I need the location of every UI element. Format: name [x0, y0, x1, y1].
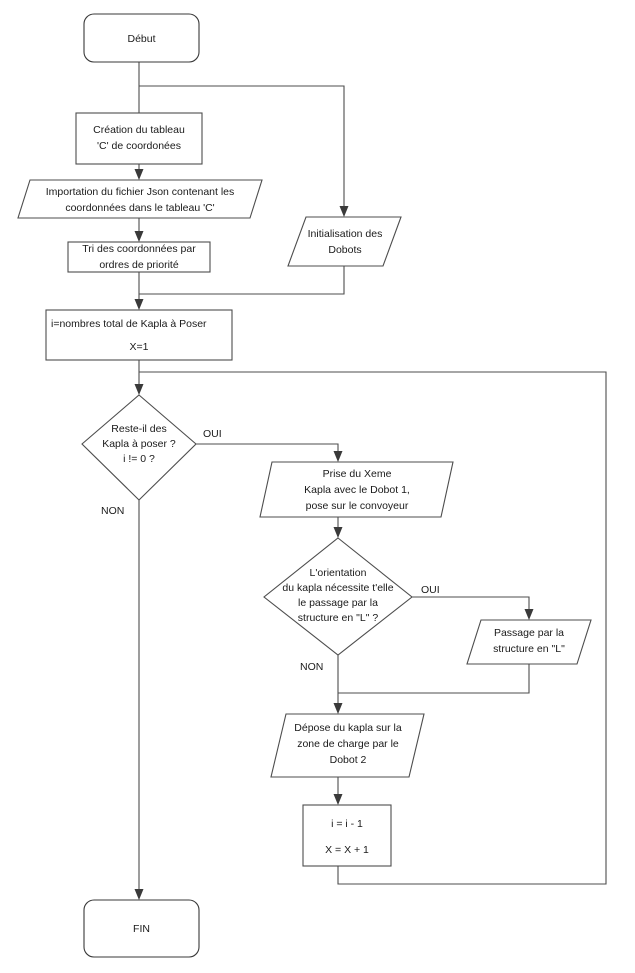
node-passage-l[interactable]: Passage par la structure en "L": [466, 619, 592, 665]
node-prise-kapla[interactable]: Prise du Xeme Kapla avec le Dobot 1, pos…: [259, 461, 454, 518]
importation-line2: coordonnées dans le tableau 'C': [65, 202, 214, 214]
node-start[interactable]: Début: [83, 13, 200, 63]
passage-l-line1: Passage par la: [494, 627, 564, 639]
connectors-layer: [134, 62, 607, 900]
decision-reste-line2: Kapla à poser ?: [102, 438, 176, 450]
depose-kapla-line1: Dépose du kapla sur la: [294, 722, 402, 734]
tri-line1: Tri des coordonnées par: [82, 243, 196, 255]
decision-orientation-line3: le passage par la: [298, 597, 378, 609]
decision-orientation-line2: du kapla nécessite t'elle: [282, 582, 393, 594]
node-init-dobots[interactable]: Initialisation des Dobots: [287, 216, 402, 267]
tri-shape: [67, 241, 211, 273]
node-depose-kapla[interactable]: Dépose du kapla sur la zone de charge pa…: [270, 713, 425, 778]
node-creation-tableau[interactable]: Création du tableau 'C' de coordonées: [75, 112, 203, 165]
node-importation[interactable]: Importation du fichier Json contenant le…: [17, 179, 263, 219]
edge-decision1-oui: [196, 443, 339, 455]
importation-line1: Importation du fichier Json contenant le…: [46, 186, 235, 198]
node-decision-orientation[interactable]: L'orientation du kapla nécessite t'elle …: [263, 537, 413, 656]
arrow-to-dobots: [339, 206, 349, 217]
tri-line2: ordres de priorité: [99, 259, 179, 271]
arrow-to-end: [134, 889, 144, 900]
depose-kapla-shape: [270, 713, 425, 778]
init-vars-line2: X=1: [130, 341, 149, 353]
passage-l-shape: [466, 619, 592, 665]
creation-tableau-shape: [75, 112, 203, 165]
prise-kapla-shape: [259, 461, 454, 518]
arrow-to-decision2: [333, 527, 343, 538]
init-dobots-line1: Initialisation des: [308, 228, 383, 240]
label-orientation-non: NON: [300, 661, 323, 673]
importation-shape: [17, 179, 263, 219]
init-dobots-line2: Dobots: [328, 244, 361, 256]
label-reste-oui: OUI: [203, 428, 222, 440]
prise-kapla-line3: pose sur le convoyeur: [306, 500, 409, 512]
arrow-to-prise: [333, 451, 343, 462]
arrow-to-increment: [333, 794, 343, 805]
depose-kapla-line2: zone de charge par le: [297, 738, 399, 750]
node-tri[interactable]: Tri des coordonnées par ordres de priori…: [67, 241, 211, 273]
end-terminator-shape: [83, 899, 200, 958]
decision-orientation-line1: L'orientation: [310, 567, 367, 579]
init-vars-line1: i=nombres total de Kapla à Poser: [51, 318, 207, 330]
decision-orientation-shape: [263, 537, 413, 656]
label-reste-non: NON: [101, 505, 124, 517]
decision-reste-line1: Reste-il des: [111, 423, 166, 435]
arrow-to-initvars: [134, 299, 144, 310]
prise-kapla-line1: Prise du Xeme: [323, 468, 392, 480]
node-decision-reste[interactable]: Reste-il des Kapla à poser ? i != 0 ?: [81, 394, 197, 501]
edge-passage-l-return: [338, 664, 530, 694]
creation-tableau-line2: 'C' de coordonées: [97, 140, 181, 152]
decision-reste-shape: [81, 394, 197, 501]
edge-dobots-to-merge: [139, 266, 345, 295]
node-init-vars[interactable]: i=nombres total de Kapla à Poser X=1: [45, 309, 233, 361]
node-end[interactable]: FIN: [83, 899, 200, 958]
end-label: FIN: [133, 923, 150, 935]
init-vars-shape: [45, 309, 233, 361]
arrow-to-decision1: [134, 384, 144, 395]
arrow-to-importation: [134, 169, 144, 180]
node-increment[interactable]: i = i - 1 X = X + 1: [302, 804, 392, 867]
prise-kapla-line2: Kapla avec le Dobot 1,: [304, 484, 410, 496]
start-terminator-shape: [83, 13, 200, 63]
increment-shape: [302, 804, 392, 867]
creation-tableau-line1: Création du tableau: [93, 124, 185, 136]
arrow-to-depose: [333, 703, 343, 714]
passage-l-line2: structure en "L": [493, 643, 565, 655]
increment-line1: i = i - 1: [331, 818, 363, 830]
depose-kapla-line3: Dobot 2: [330, 754, 367, 766]
edge-loop-back-rail: [139, 371, 607, 885]
decision-reste-line3: i != 0 ?: [123, 453, 155, 465]
increment-line2: X = X + 1: [325, 844, 369, 856]
arrow-to-passage-l: [524, 609, 534, 620]
init-dobots-shape: [287, 216, 402, 267]
edge-decision2-oui: [412, 596, 530, 613]
label-orientation-oui: OUI: [421, 584, 440, 596]
decision-orientation-line4: structure en "L" ?: [298, 612, 379, 624]
start-label: Début: [127, 33, 155, 45]
arrow-to-tri: [134, 231, 144, 242]
edge-start-to-dobots: [139, 85, 345, 210]
